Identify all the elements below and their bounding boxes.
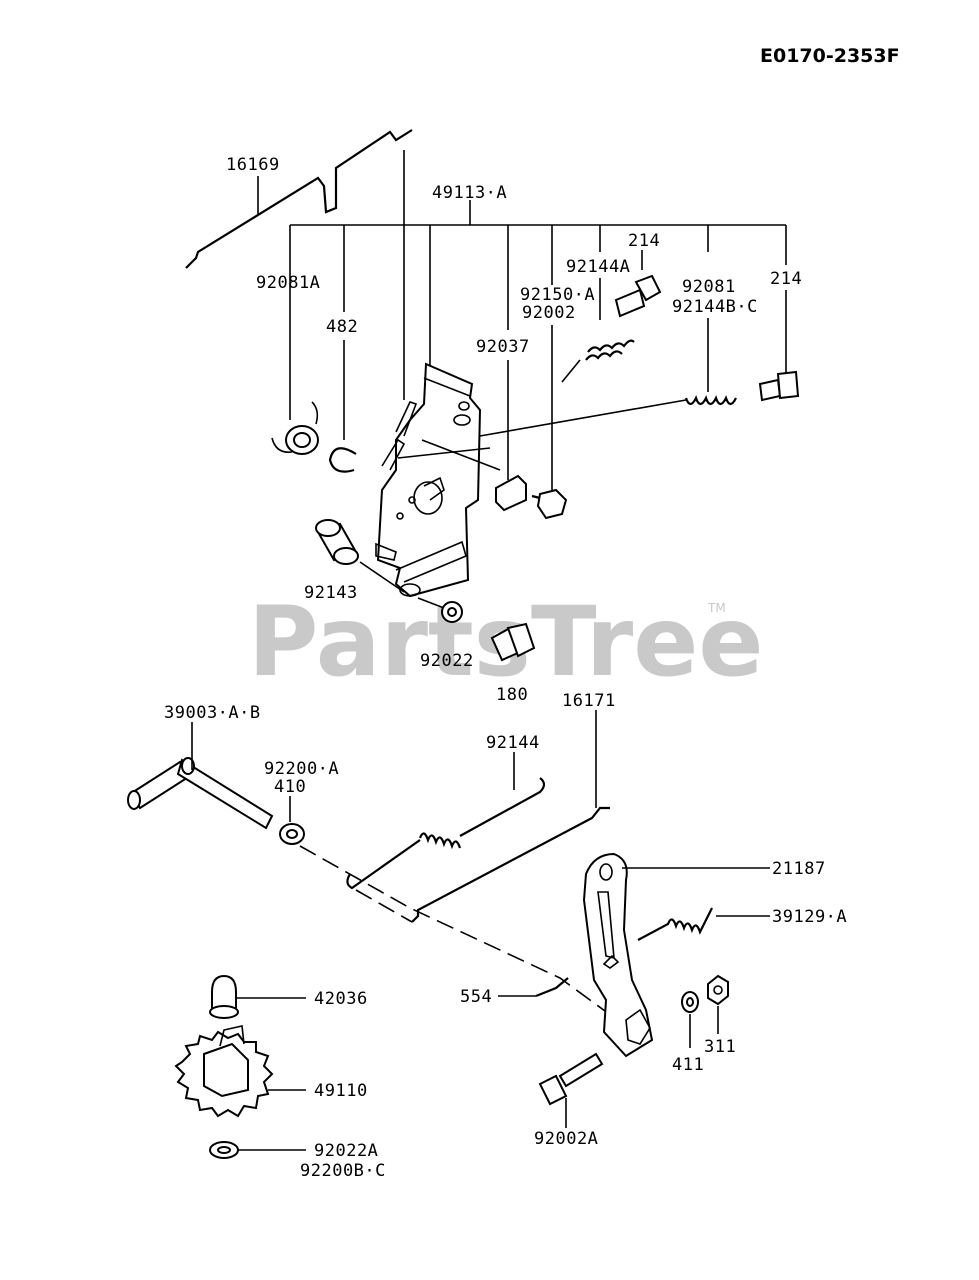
- callout-39129-a: 39129·A: [772, 907, 847, 927]
- callout-42036: 42036: [314, 989, 368, 1009]
- callout-92037: 92037: [476, 337, 530, 357]
- callout-16171: 16171: [562, 691, 616, 711]
- nut-311: [707, 974, 729, 1034]
- callout-92200-a: 92200·A: [264, 759, 339, 779]
- callout-92002: 92002: [522, 303, 576, 323]
- governor-plate: [375, 362, 482, 598]
- bolt-214-right: [758, 370, 800, 402]
- washer-411: [681, 991, 699, 1048]
- clip-554: [498, 977, 569, 998]
- callout-92200b-c: 92200B·C: [300, 1161, 386, 1181]
- spring-92144: [346, 752, 546, 890]
- cap-42036: [209, 974, 306, 1019]
- alignment-line-1: [299, 845, 621, 1023]
- callout-554: 554: [460, 987, 492, 1007]
- rod-16171: [411, 710, 610, 923]
- callout-16169: 16169: [226, 155, 280, 175]
- washer-92022: [417, 597, 463, 623]
- screw-92150-a: [531, 488, 568, 520]
- spring-92144a: [561, 339, 635, 383]
- bolt-180: [490, 622, 536, 662]
- callout-92081: 92081: [682, 277, 736, 297]
- bolt-92002a: [538, 1052, 604, 1128]
- callout-311: 311: [704, 1037, 736, 1057]
- callout-411: 411: [672, 1055, 704, 1075]
- callout-92002a: 92002A: [534, 1129, 598, 1149]
- pin-39129-a: [637, 907, 770, 941]
- callout-92022a: 92022A: [314, 1141, 378, 1161]
- callout-49110: 49110: [314, 1081, 368, 1101]
- washer-410: [279, 796, 305, 845]
- callout-180: 180: [496, 685, 528, 705]
- bolt-214-top: [614, 274, 662, 318]
- alignment-line-2: [355, 889, 413, 923]
- callout-92144b-c: 92144B·C: [672, 297, 758, 317]
- spring-92081: [479, 395, 737, 437]
- washer-92022a: [209, 1141, 306, 1159]
- lever-21187: [582, 852, 770, 1058]
- bracket-92037: [495, 474, 527, 512]
- spring-92081a: [271, 401, 319, 455]
- governor-rod-16169: [185, 129, 413, 269]
- callout-92144a: 92144A: [566, 257, 630, 277]
- collar-92143: [315, 519, 405, 593]
- gear-49110: [174, 1025, 306, 1118]
- clip-482: [328, 447, 357, 473]
- watermark-trademark: TM: [707, 601, 726, 615]
- callout-92143: 92143: [304, 583, 358, 603]
- shaft-39003: [127, 722, 274, 830]
- callout-92022: 92022: [420, 651, 474, 671]
- callout-49113-a: 49113·A: [432, 183, 507, 203]
- callout-92144: 92144: [486, 733, 540, 753]
- callout-92081a: 92081A: [256, 273, 320, 293]
- callout-482: 482: [326, 317, 358, 337]
- callout-410: 410: [274, 777, 306, 797]
- callout-214-right: 214: [770, 269, 802, 289]
- callout-21187: 21187: [772, 859, 826, 879]
- callout-39003-a-b: 39003·A·B: [164, 703, 261, 723]
- callout-214-top: 214: [628, 231, 660, 251]
- callout-92150-a: 92150·A: [520, 285, 595, 305]
- diagram-code: E0170-2353F: [760, 45, 900, 67]
